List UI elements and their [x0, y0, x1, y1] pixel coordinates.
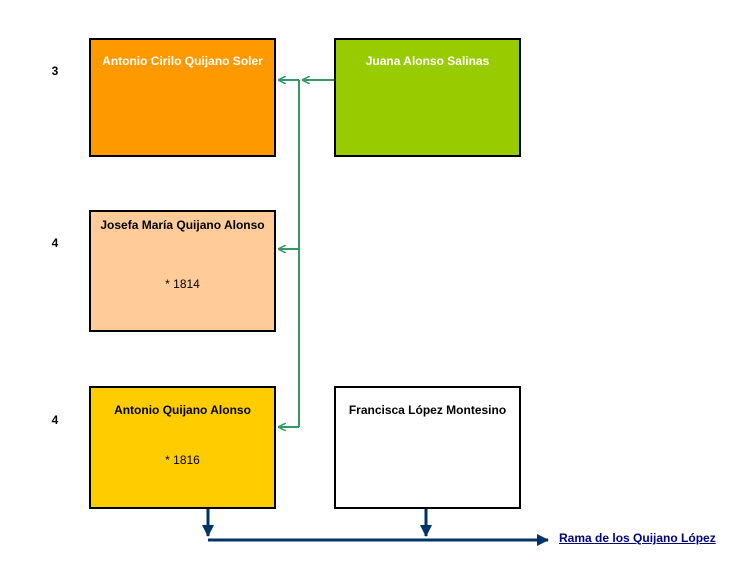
person-box-spouse[interactable]: Francisca López Montesino [334, 386, 521, 509]
person-name: Antonio Quijano Alonso [114, 403, 251, 417]
generation-label-1: 3 [51, 64, 59, 78]
person-name: Josefa María Quijano Alonso [100, 218, 265, 232]
branch-link[interactable]: Rama de los Quijano López [559, 531, 716, 545]
person-name: Antonio Cirilo Quijano Soler [102, 54, 263, 68]
person-box-father[interactable]: Antonio Cirilo Quijano Soler [89, 38, 276, 157]
generation-label-2: 4 [51, 236, 59, 250]
person-name: Francisca López Montesino [348, 403, 507, 417]
person-box-mother[interactable]: Juana Alonso Salinas [334, 38, 521, 157]
person-birth: * 1814 [165, 277, 200, 291]
generation-label-3: 4 [51, 413, 59, 427]
person-name: Juana Alonso Salinas [365, 54, 490, 68]
person-box-child-1[interactable]: Josefa María Quijano Alonso * 1814 [89, 210, 276, 332]
person-birth: * 1816 [165, 453, 200, 467]
person-box-child-2[interactable]: Antonio Quijano Alonso * 1816 [89, 386, 276, 509]
